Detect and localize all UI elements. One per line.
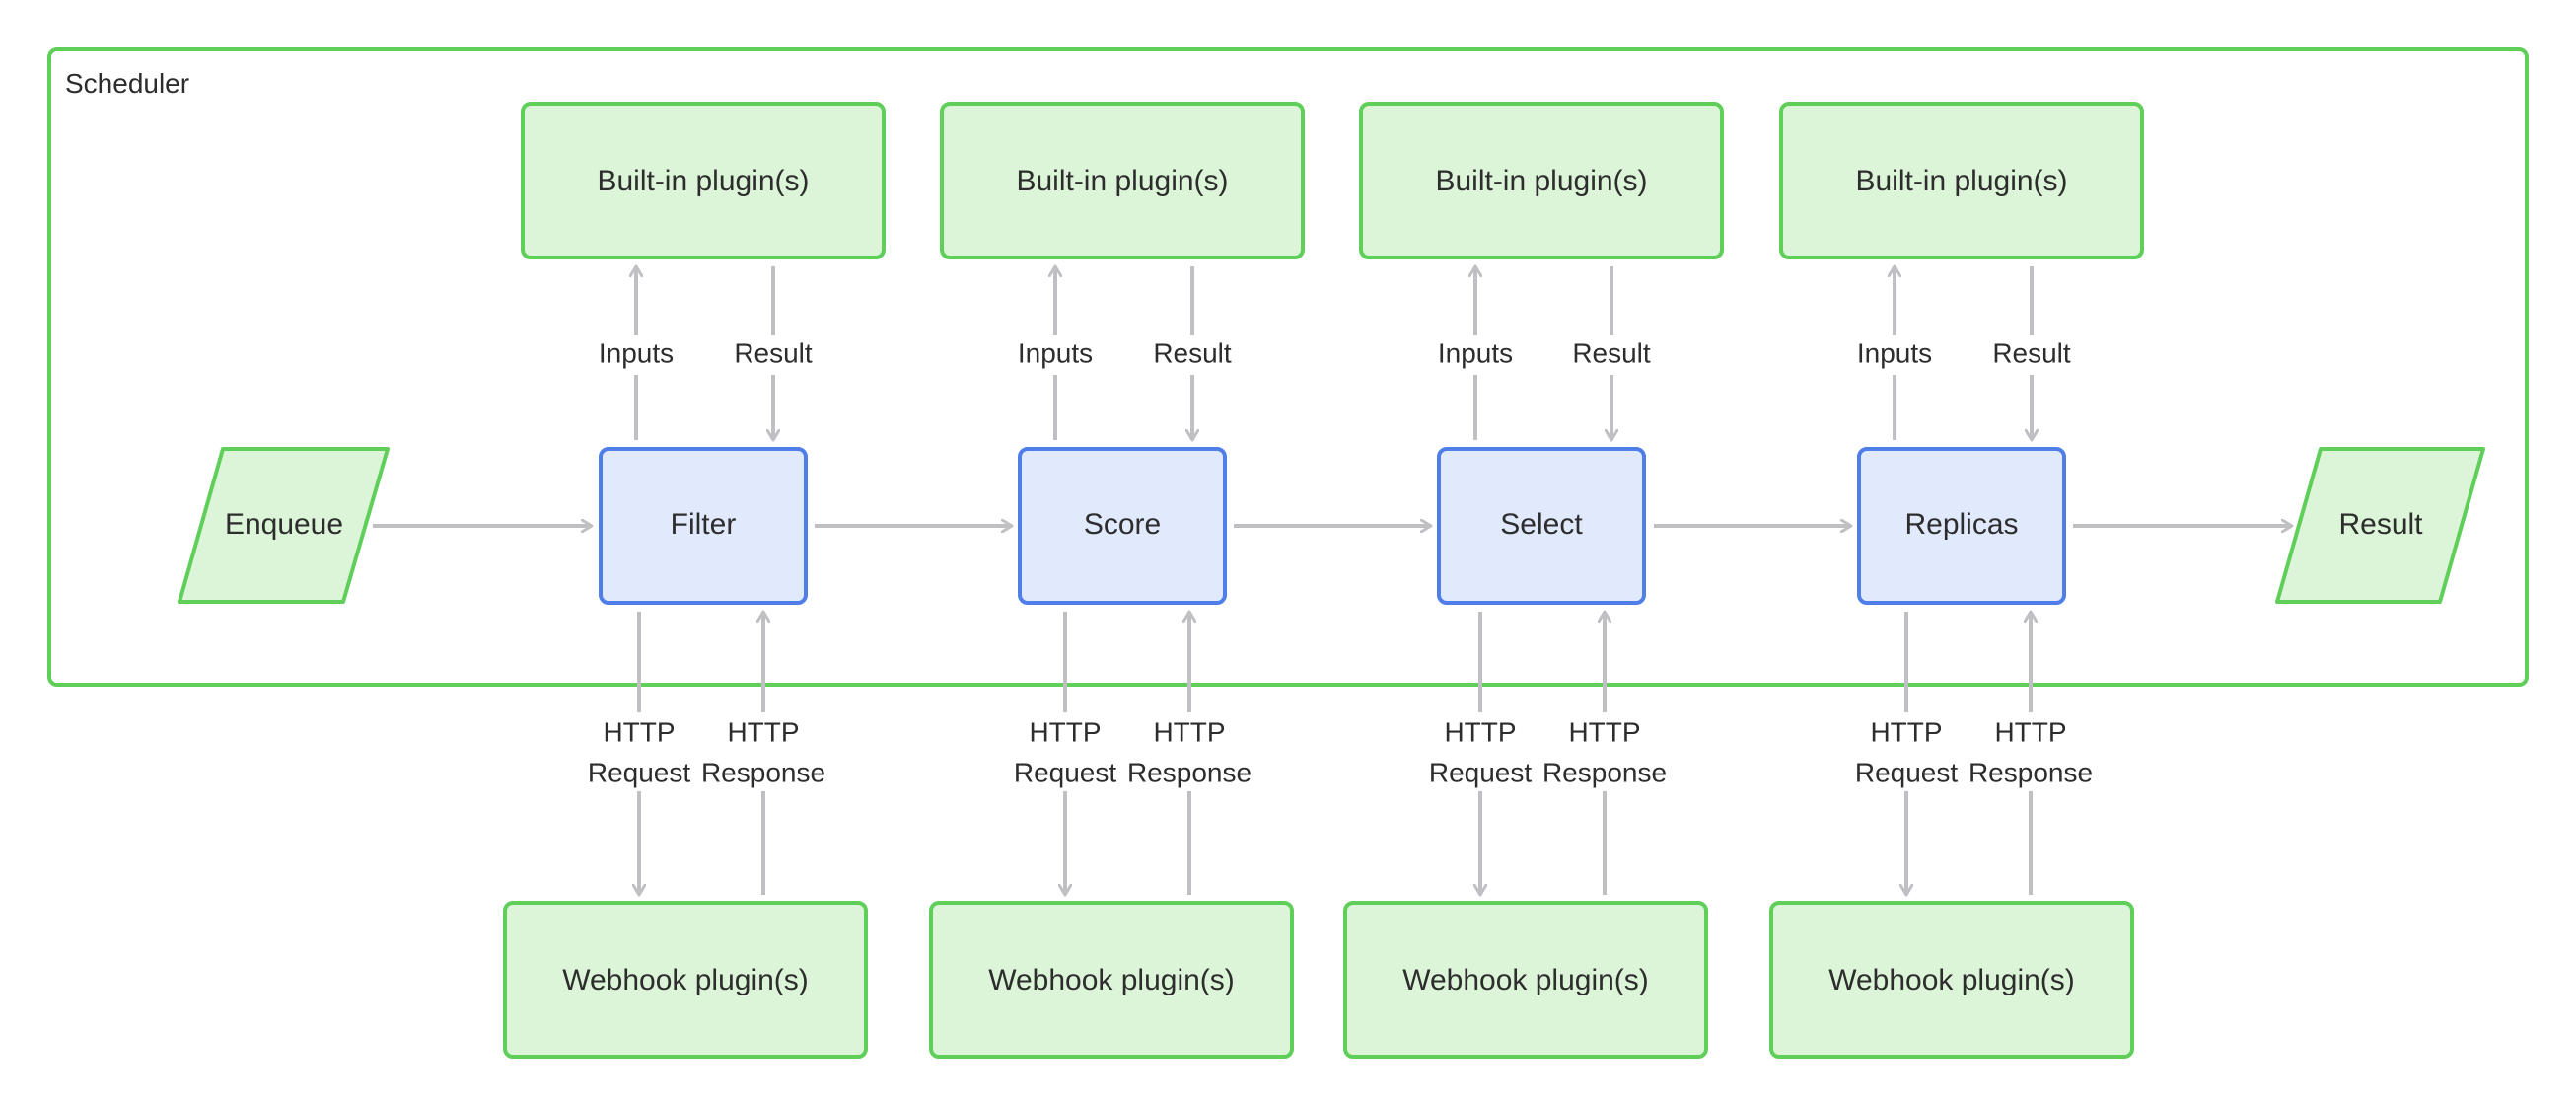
stage-label-filter: Filter (671, 508, 737, 541)
http-request-label-line1: HTTP (1870, 716, 1942, 747)
http-request-label-line2: Request (1855, 757, 1959, 787)
result-arrow-label: Result (1572, 337, 1651, 368)
webhook-plugin-label: Webhook plugin(s) (562, 964, 809, 996)
http-request-label-line2: Request (1014, 757, 1117, 787)
http-request-label-line2: Request (588, 757, 691, 787)
builtin-plugin-label: Built-in plugin(s) (1016, 165, 1228, 197)
enqueue-node: Enqueue (178, 447, 390, 604)
http-response-label-line2: Response (1542, 757, 1667, 787)
http-request-label-line2: Request (1429, 757, 1533, 787)
http-request-label-line1: HTTP (1029, 716, 1101, 747)
result-arrow-label: Result (1992, 337, 2071, 368)
builtin-plugin-box-replicas (1779, 102, 2144, 259)
webhook-plugin-label: Webhook plugin(s) (1402, 964, 1649, 996)
stage-replicas: Built-in plugin(s) Inputs Result Replica… (1769, 102, 2144, 1059)
result-node: Result (2275, 447, 2485, 604)
inputs-label: Inputs (1857, 337, 1932, 368)
stage-box-replicas (1857, 447, 2066, 605)
http-request-label-line1: HTTP (1444, 716, 1516, 747)
result-arrow-label: Result (1153, 337, 1232, 368)
webhook-plugin-box-score (929, 901, 1294, 1059)
webhook-plugin-label: Webhook plugin(s) (988, 964, 1235, 996)
http-response-label-line1: HTTP (1153, 716, 1225, 747)
result-label: Result (2338, 508, 2423, 541)
stage-box-filter (599, 447, 808, 605)
stage-label-replicas: Replicas (1904, 508, 2018, 541)
webhook-plugin-box-filter (503, 901, 868, 1059)
stage-label-score: Score (1084, 508, 1161, 541)
stage-filter: Built-in plugin(s) Inputs Result Filter … (503, 102, 886, 1059)
http-response-label-line2: Response (1968, 757, 2093, 787)
http-response-label-line1: HTTP (1994, 716, 2066, 747)
inputs-label: Inputs (599, 337, 674, 368)
http-request-label-line1: HTTP (603, 716, 675, 747)
stage-box-score (1018, 447, 1227, 605)
stage-select: Built-in plugin(s) Inputs Result Select … (1343, 102, 1724, 1059)
stage-label-select: Select (1500, 508, 1583, 541)
scheduler-label: Scheduler (65, 68, 189, 99)
scheduler-container (47, 47, 2529, 687)
builtin-plugin-box-score (940, 102, 1305, 259)
builtin-plugin-box-select (1359, 102, 1724, 259)
result-arrow-label: Result (734, 337, 813, 368)
inputs-label: Inputs (1438, 337, 1513, 368)
builtin-plugin-box-filter (521, 102, 886, 259)
stage-box-select (1437, 447, 1646, 605)
http-response-label-line1: HTTP (1568, 716, 1640, 747)
http-response-label-line2: Response (701, 757, 825, 787)
stage-score: Built-in plugin(s) Inputs Result Score H… (929, 102, 1305, 1059)
webhook-plugin-box-select (1343, 901, 1708, 1059)
http-response-label-line2: Response (1127, 757, 1252, 787)
builtin-plugin-label: Built-in plugin(s) (597, 165, 809, 197)
webhook-plugin-label: Webhook plugin(s) (1828, 964, 2075, 996)
enqueue-label: Enqueue (225, 508, 343, 541)
webhook-plugin-box-replicas (1769, 901, 2134, 1059)
http-response-label-line1: HTTP (727, 716, 799, 747)
builtin-plugin-label: Built-in plugin(s) (1435, 165, 1647, 197)
inputs-label: Inputs (1018, 337, 1093, 368)
builtin-plugin-label: Built-in plugin(s) (1855, 165, 2067, 197)
